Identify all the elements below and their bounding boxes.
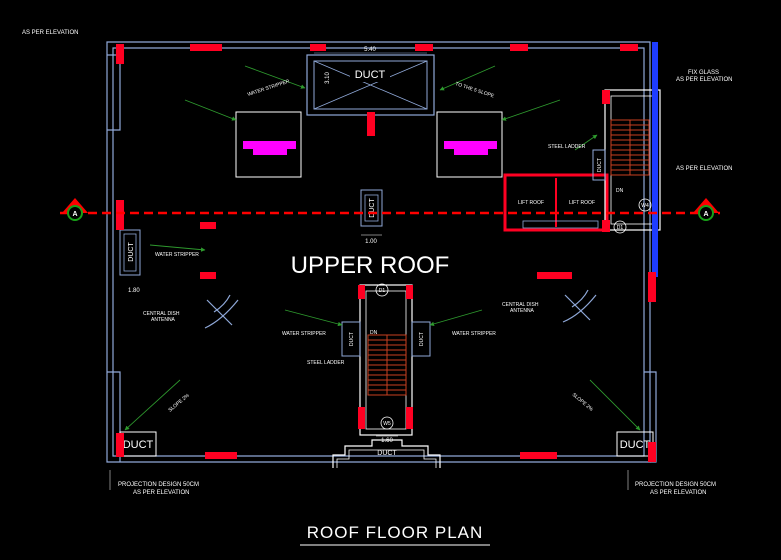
section-line: A A <box>60 198 720 221</box>
left-duct-dim: 1.80 <box>128 288 140 294</box>
central-dish-right-2: ANTENNA <box>510 308 535 314</box>
slope-arrows <box>124 65 641 431</box>
steel-ladder-center: STEEL LADDER <box>307 360 345 366</box>
corner-duct-left-label: DUCT <box>123 439 154 451</box>
left-duct: DUCT 1.80 <box>119 229 141 294</box>
central-dish-left-2: ANTENNA <box>151 317 176 323</box>
drawing-title: ROOF FLOOR PLAN <box>300 523 490 546</box>
slope-left-label: SLOPE 2% <box>167 392 191 413</box>
projection-left-2: AS PER ELEVATION <box>133 490 189 496</box>
center-stair-core: DN D1 W5 DUCT DUCT 1.60 DUCT <box>332 283 441 468</box>
window-w5-label: W5 <box>383 421 391 427</box>
lift-roof-label-2: LIFT ROOF <box>569 200 595 206</box>
roof-units <box>235 111 503 178</box>
note-as-per-elevation-2: AS PER ELEVATION <box>676 166 732 172</box>
central-dish-left-1: CENTRAL DISH <box>143 311 180 317</box>
central-dish-right-1: CENTRAL DISH <box>502 302 539 308</box>
columns <box>116 44 656 462</box>
section-marker-right: A <box>703 211 708 218</box>
note-as-per-elevation-1: AS PER ELEVATION <box>676 77 732 83</box>
section-marker-left: A <box>72 211 77 218</box>
right-dn-label: DN <box>616 188 624 194</box>
projection-right-2: AS PER ELEVATION <box>650 490 706 496</box>
top-duct: DUCT 5.40 3.10 <box>306 47 435 116</box>
window-w4-label: W4 <box>641 203 649 209</box>
door-d1-right-label: D1 <box>617 225 624 231</box>
water-stripper-center-right: WATER STRIPPER <box>452 331 496 337</box>
right-duct-label: DUCT <box>597 158 603 172</box>
top-duct-label: DUCT <box>355 69 386 81</box>
center-duct: DUCT 1.00 <box>360 189 383 245</box>
stair-duct-left-label: DUCT <box>349 332 355 346</box>
small-duct-dim: 1.00 <box>365 239 377 245</box>
bottom-duct-label: DUCT <box>377 450 397 457</box>
note-fix-glass: FIX GLASS <box>688 70 719 76</box>
plan-title: ROOF FLOOR PLAN <box>307 523 484 542</box>
door-d1-center-label: D1 <box>379 288 386 294</box>
dish-antennas <box>204 289 597 329</box>
center-dn-label: DN <box>370 330 378 336</box>
lift-roof-label-1: LIFT ROOF <box>518 200 544 206</box>
note-elevation-top-left: AS PER ELEVATION <box>22 30 78 36</box>
projection-left-1: PROJECTION DESIGN 50CM <box>118 482 199 488</box>
water-stripper-top-left: WATER STRIPPER <box>247 79 291 98</box>
slope-right-label: SLOPE 2% <box>571 392 595 413</box>
water-stripper-center-left: WATER STRIPPER <box>282 331 326 337</box>
corner-duct-right-label: DUCT <box>620 439 651 451</box>
bottom-duct-dim: 1.60 <box>381 438 393 444</box>
lift-roof: LIFT ROOF LIFT ROOF <box>503 173 609 232</box>
left-duct-label: DUCT <box>128 242 135 262</box>
upper-roof-label: UPPER ROOF <box>291 252 450 279</box>
duct-width-dim: 5.40 <box>364 47 376 53</box>
stair-duct-right-label: DUCT <box>419 332 425 346</box>
water-stripper-top-right: TO THE 5 SLOPE <box>454 81 495 99</box>
projection-right-1: PROJECTION DESIGN 50CM <box>635 482 716 488</box>
right-stair-core: DUCT DN W4 D1 <box>592 42 661 277</box>
center-duct-label: DUCT <box>369 198 376 218</box>
steel-ladder-right: STEEL LADDER <box>548 144 586 150</box>
duct-height-dim: 3.10 <box>325 72 331 84</box>
water-stripper-left: WATER STRIPPER <box>155 252 199 258</box>
